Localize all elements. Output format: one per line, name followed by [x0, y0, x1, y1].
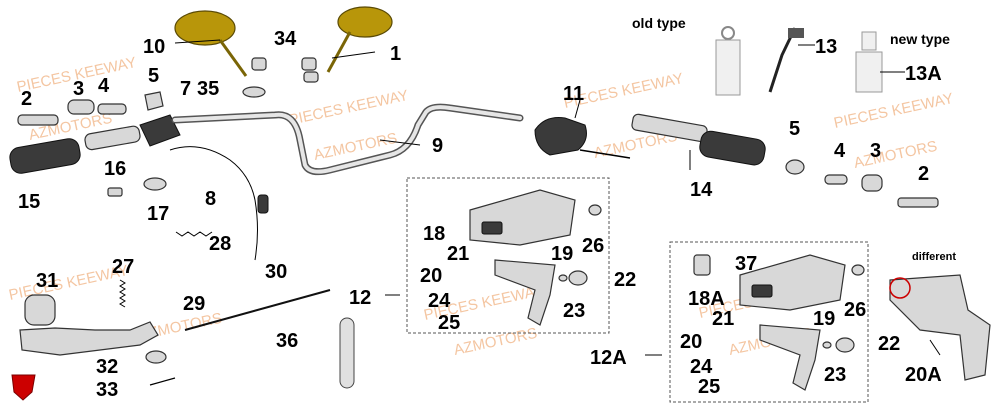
- part-20a: [889, 274, 991, 381]
- label-16: 16: [104, 158, 126, 180]
- label-19: 19: [551, 243, 573, 265]
- label-4: 4: [98, 75, 110, 97]
- label-14: 14: [690, 179, 713, 201]
- label-3-right: 3: [870, 140, 881, 162]
- mirror-right: [326, 6, 393, 73]
- label-13: 13: [815, 36, 837, 58]
- label-1: 1: [390, 43, 401, 65]
- watermark-pieces-keeway: PIECES KEEWAY: [832, 90, 955, 132]
- label-32: 32: [96, 356, 118, 378]
- label-10: 10: [143, 36, 165, 58]
- note-new-type: new type: [890, 31, 950, 47]
- label-25: 25: [438, 312, 460, 334]
- label-34: 34: [274, 28, 297, 50]
- label-5-right: 5: [789, 118, 800, 140]
- label-35: 35: [197, 78, 219, 100]
- label-21b: 21: [712, 308, 734, 330]
- label-20b: 20: [680, 331, 702, 353]
- old-new-type-parts: [715, 26, 883, 96]
- label-8: 8: [205, 188, 216, 210]
- label-11: 11: [563, 83, 584, 105]
- cable-8: [169, 146, 258, 261]
- label-31: 31: [36, 270, 58, 292]
- label-15: 15: [18, 191, 40, 213]
- label-26b: 26: [844, 299, 866, 321]
- label-33: 33: [96, 379, 118, 401]
- right-switch-assembly: [534, 113, 939, 208]
- label-20a: 20A: [905, 364, 942, 386]
- label-3: 3: [73, 78, 84, 100]
- label-12a: 12A: [590, 347, 627, 369]
- label-25b: 25: [698, 376, 720, 398]
- mirror-nuts: [242, 57, 319, 98]
- label-36: 36: [276, 330, 298, 352]
- assembly-box-12: [406, 177, 610, 334]
- label-2-right: 2: [918, 163, 929, 185]
- label-28: 28: [209, 233, 231, 255]
- lever-assembly-12a: [693, 254, 865, 391]
- watermark-azmotors: AZMOTORS: [452, 325, 538, 359]
- label-18a: 18A: [688, 288, 725, 310]
- label-22b: 22: [878, 333, 900, 355]
- label-21: 21: [447, 243, 469, 265]
- label-12: 12: [349, 287, 371, 309]
- label-24: 24: [428, 290, 451, 312]
- label-37: 37: [735, 253, 757, 275]
- label-18: 18: [423, 223, 445, 245]
- label-19b: 19: [813, 308, 835, 330]
- label-22: 22: [614, 269, 636, 291]
- label-23b: 23: [824, 364, 846, 386]
- callout-circle: [889, 277, 911, 299]
- label-20: 20: [420, 265, 442, 287]
- label-30: 30: [265, 261, 287, 283]
- lower-left-parts: [19, 279, 355, 389]
- leader-lines: [174, 39, 941, 356]
- spring-28: [175, 231, 213, 237]
- label-9: 9: [432, 135, 443, 157]
- assembly-box-12a: [669, 241, 869, 403]
- note-different: different: [912, 251, 956, 263]
- watermark-pieces-keeway: PIECES KEEWAY: [287, 87, 410, 129]
- label-29: 29: [183, 293, 205, 315]
- note-old-type: old type: [632, 15, 686, 31]
- part-labels: 10 34 1 2 3 4 5 7 35 9 15 16 17 8 28 11 …: [18, 28, 942, 401]
- left-grip-assembly: [9, 91, 181, 197]
- label-23: 23: [563, 300, 585, 322]
- label-5: 5: [148, 65, 159, 87]
- label-17: 17: [147, 203, 169, 225]
- label-13a: 13A: [905, 63, 942, 85]
- label-7: 7: [180, 78, 191, 100]
- label-26: 26: [582, 235, 604, 257]
- label-27: 27: [112, 256, 134, 278]
- brand-logo: [11, 374, 36, 401]
- label-24b: 24: [690, 356, 713, 378]
- mirror-left: [174, 10, 248, 77]
- label-4-right: 4: [834, 140, 846, 162]
- lever-assembly-12: [469, 189, 602, 326]
- label-2: 2: [21, 88, 32, 110]
